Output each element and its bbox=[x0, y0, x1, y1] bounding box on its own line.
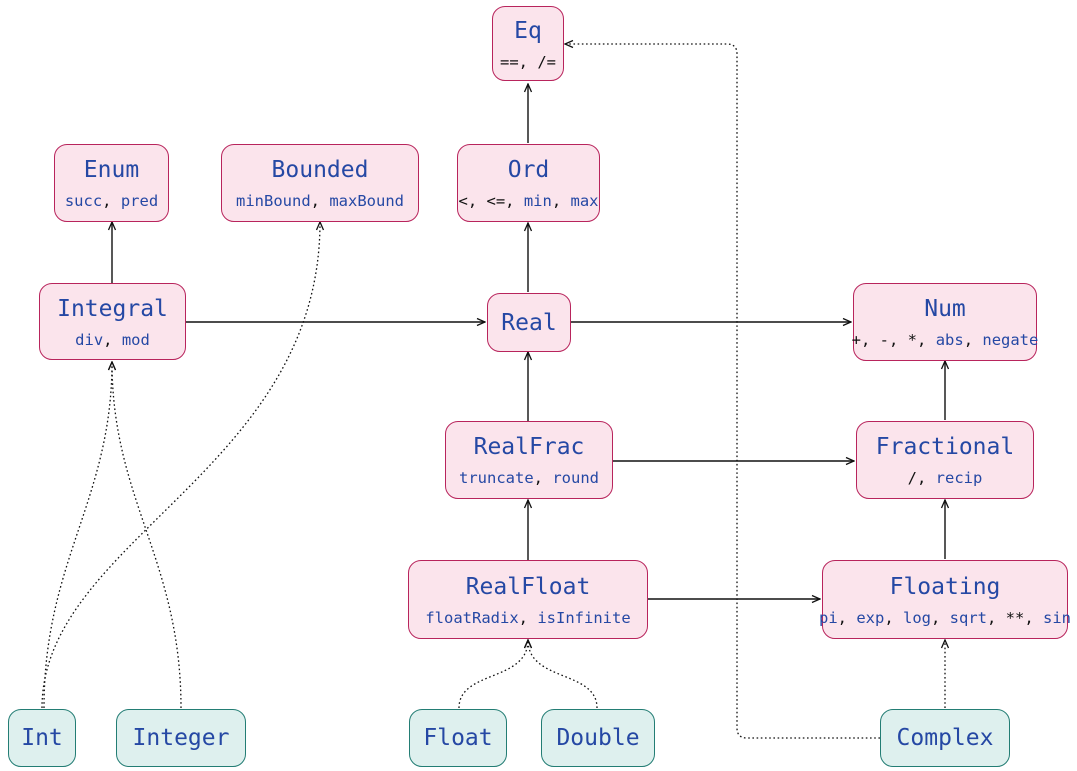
method-name: sin bbox=[1043, 608, 1072, 627]
edge-integer-to-integral bbox=[112, 362, 182, 709]
method-name: min bbox=[523, 192, 552, 210]
method-name: truncate bbox=[459, 469, 534, 487]
method-operator: <= bbox=[486, 192, 506, 210]
method-name: round bbox=[552, 469, 599, 487]
method-name: floatRadix bbox=[425, 608, 519, 627]
class-name: Fractional bbox=[875, 434, 1015, 460]
type-name: Double bbox=[556, 725, 640, 751]
method-list: /, recip bbox=[908, 469, 983, 487]
method-name: minBound bbox=[236, 192, 311, 210]
class-node-fractional: Fractional /, recip bbox=[856, 421, 1034, 499]
method-name: recip bbox=[935, 469, 983, 487]
method-separator: , bbox=[518, 52, 538, 71]
method-list: truncate, round bbox=[459, 469, 599, 487]
edge-int-to-integral bbox=[43, 362, 112, 709]
type-name: Integer bbox=[132, 725, 230, 751]
method-separator: , bbox=[837, 608, 857, 627]
method-name: max bbox=[570, 192, 599, 210]
method-name: pi bbox=[818, 608, 838, 627]
type-node-complex: Complex bbox=[880, 709, 1010, 767]
method-name: abs bbox=[935, 331, 964, 349]
edge-double-to-realfloat bbox=[528, 640, 598, 709]
type-node-int: Int bbox=[8, 709, 76, 767]
class-name: Num bbox=[924, 296, 966, 322]
method-name: pred bbox=[120, 192, 159, 210]
type-name: Float bbox=[423, 725, 493, 751]
class-name: Ord bbox=[507, 157, 550, 183]
method-name: exp bbox=[856, 608, 885, 627]
method-operator: ** bbox=[1005, 608, 1025, 627]
class-name: RealFloat bbox=[465, 573, 591, 600]
method-list: div, mod bbox=[75, 331, 150, 349]
class-node-num: Num +, -, *, abs, negate bbox=[852, 283, 1039, 361]
method-name: isInfinite bbox=[537, 608, 631, 627]
class-node-bounded: Bounded minBound, maxBound bbox=[221, 144, 419, 222]
class-name: Bounded bbox=[271, 157, 369, 183]
method-separator: , bbox=[467, 192, 487, 210]
method-separator: , bbox=[889, 331, 908, 349]
class-name: Eq bbox=[514, 17, 542, 44]
edge-int-to-bounded bbox=[41, 222, 320, 709]
type-name: Complex bbox=[896, 725, 994, 751]
class-node-floating: Floating pi, exp, log, sqrt, **, sin bbox=[819, 560, 1071, 639]
method-separator: , bbox=[963, 331, 983, 349]
method-separator: , bbox=[103, 330, 122, 349]
method-name: div bbox=[75, 330, 104, 349]
method-list: succ, pred bbox=[65, 192, 158, 210]
method-list: ==, /= bbox=[500, 53, 556, 71]
class-name: Integral bbox=[57, 295, 168, 322]
method-list: floatRadix, isInfinite bbox=[425, 609, 630, 627]
class-node-real: Real bbox=[487, 293, 571, 352]
class-node-realfloat: RealFloat floatRadix, isInfinite bbox=[408, 560, 648, 639]
method-operator: /= bbox=[537, 52, 556, 71]
method-separator: , bbox=[917, 331, 936, 349]
method-separator: , bbox=[518, 608, 538, 627]
edge-float-to-realfloat bbox=[458, 640, 528, 709]
method-name: log bbox=[903, 608, 931, 627]
method-name: mod bbox=[121, 330, 150, 349]
method-separator: , bbox=[884, 608, 903, 627]
type-node-integer: Integer bbox=[116, 709, 246, 767]
class-name: Real bbox=[501, 309, 557, 336]
method-separator: , bbox=[917, 469, 936, 487]
method-operator: / bbox=[907, 469, 917, 487]
class-node-realfrac: RealFrac truncate, round bbox=[445, 421, 613, 499]
method-operator: * bbox=[907, 331, 918, 349]
method-operator: == bbox=[499, 52, 519, 71]
method-list: +, -, *, abs, negate bbox=[852, 331, 1039, 349]
method-separator: , bbox=[310, 192, 330, 210]
class-node-ord: Ord <, <=, min, max bbox=[457, 144, 600, 222]
class-name: RealFrac bbox=[473, 434, 585, 460]
method-separator: , bbox=[505, 192, 524, 210]
method-operator: < bbox=[458, 192, 468, 210]
method-name: maxBound bbox=[329, 192, 404, 210]
method-separator: , bbox=[1024, 608, 1044, 627]
class-name: Enum bbox=[83, 157, 140, 183]
method-list: pi, exp, log, sqrt, **, sin bbox=[819, 609, 1071, 627]
method-separator: , bbox=[860, 331, 880, 349]
class-node-integral: Integral div, mod bbox=[39, 283, 186, 360]
method-name: negate bbox=[982, 331, 1039, 349]
type-node-float: Float bbox=[409, 709, 507, 767]
method-operator: - bbox=[879, 331, 889, 349]
method-name: sqrt bbox=[949, 608, 987, 627]
class-node-enum: Enum succ, pred bbox=[54, 144, 169, 222]
class-name: Floating bbox=[889, 573, 1001, 600]
class-node-eq: Eq ==, /= bbox=[492, 6, 564, 81]
method-separator: , bbox=[551, 192, 571, 210]
method-name: succ bbox=[64, 192, 103, 210]
type-node-double: Double bbox=[541, 709, 655, 767]
method-list: minBound, maxBound bbox=[236, 192, 404, 210]
method-list: <, <=, min, max bbox=[458, 192, 598, 210]
method-separator: , bbox=[987, 608, 1006, 627]
method-separator: , bbox=[931, 608, 950, 627]
type-name: Int bbox=[21, 725, 63, 751]
method-separator: , bbox=[533, 469, 553, 487]
method-operator: + bbox=[851, 331, 861, 349]
method-separator: , bbox=[102, 192, 121, 210]
